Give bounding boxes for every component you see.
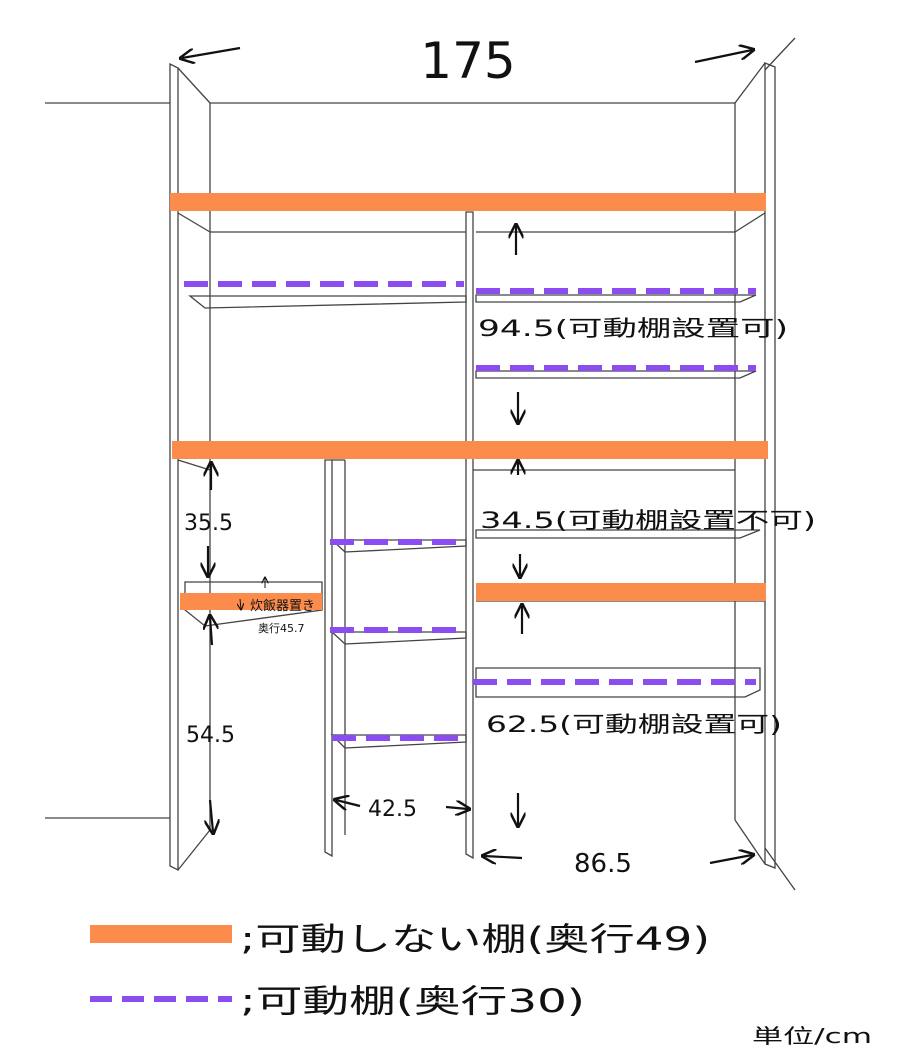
middle-right-height-label: 34.5(可動棚設置不可) <box>480 509 816 534</box>
left-lower-height-label: 54.5 <box>186 723 235 748</box>
arrow-right-icon <box>694 50 752 64</box>
arrow-right-icon <box>709 855 752 863</box>
unit-label: 単位/cm <box>752 1024 872 1048</box>
closet-structure <box>45 37 796 891</box>
fixed-shelf-middle <box>172 441 768 459</box>
dimension-arrows <box>182 48 752 863</box>
left-middle-height-label: 35.5 <box>184 511 233 536</box>
arrow-down-icon <box>240 598 241 609</box>
legend-movable-label: ;可動棚(奥行30) <box>240 982 585 1020</box>
dimension-labels: 175 94.5(可動棚設置可) 34.5(可動棚設置不可) 62.5(可動棚設… <box>184 32 816 879</box>
legend: ;可動しない棚(奥行49) ;可動棚(奥行30) <box>90 920 710 1020</box>
arrow-down-icon <box>210 799 213 832</box>
rice-cooker-label: 炊飯器置き <box>250 599 315 614</box>
lower-right-height-label: 62.5(可動棚設置可) <box>486 713 782 738</box>
fixed-shelf-top <box>170 193 766 211</box>
upper-right-height-label: 94.5(可動棚設置可) <box>478 317 788 342</box>
arrow-right-icon <box>445 807 468 809</box>
arrow-left-icon <box>182 46 241 58</box>
arrow-up-icon <box>210 617 212 646</box>
fixed-shelf-right-middle <box>476 583 766 601</box>
movable-shelves <box>184 281 756 741</box>
right-column-width-label: 86.5 <box>574 849 632 879</box>
fixed-shelf-rice-cooker <box>180 593 322 610</box>
arrow-left-icon <box>336 800 361 806</box>
total-width-label: 175 <box>420 32 515 90</box>
middle-column-width-label: 42.5 <box>368 797 417 822</box>
legend-fixed-swatch <box>90 925 232 943</box>
rice-cooker-depth-label: 奥行45.7 <box>258 621 305 635</box>
fixed-shelves <box>170 193 768 610</box>
arrow-left-icon <box>484 856 523 858</box>
legend-fixed-label: ;可動しない棚(奥行49) <box>240 920 710 958</box>
